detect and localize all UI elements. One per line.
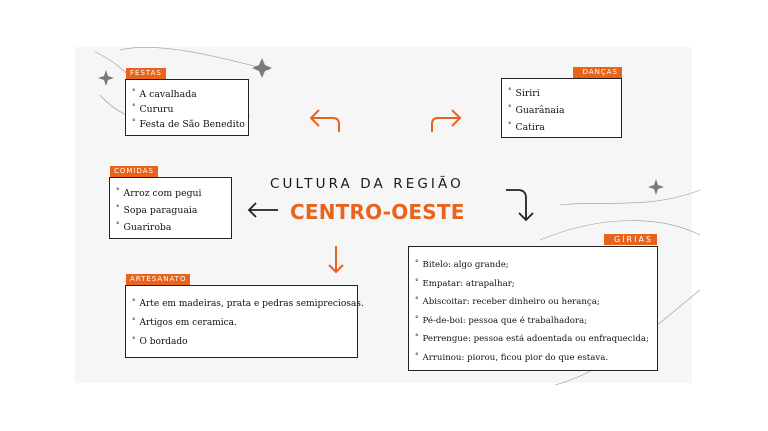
comidas-list: °Arroz com pegui °Sopa paraguaia °Guarir… — [116, 185, 225, 236]
deco-curve — [539, 220, 701, 241]
girias-box: °Bitelo: algo grande; °Empatar: atrapalh… — [408, 246, 658, 371]
festas-label: FESTAS — [126, 68, 166, 79]
dancas-box: °Siriri °Guarânaia °Catira — [501, 78, 622, 138]
list-item: °Abiscoitar: receber dinheiro ou herança… — [415, 296, 600, 307]
straight-arrow-icon — [328, 246, 344, 274]
list-item: °Arroz com pegui — [116, 187, 202, 199]
comidas-box: °Arroz com pegui °Sopa paraguaia °Guarir… — [109, 177, 232, 239]
artesanato-box: °Arte em madeiras, prata e pedras semipr… — [125, 285, 364, 358]
list-item: °Pé-de-boi: pessoa que é trabalhadora; — [415, 314, 588, 326]
list-item: °Siriri — [508, 87, 540, 99]
list-item: °Bitelo: algo grande; — [415, 259, 509, 270]
list-item: °A cavalhada — [132, 88, 197, 100]
list-item: °Arte em madeiras, prata e pedras semipr… — [132, 298, 364, 309]
list-item: °Cururu — [132, 103, 174, 115]
deco-curve — [119, 47, 271, 71]
sparkle-star-icon — [98, 70, 114, 86]
sparkle-star-icon — [252, 58, 272, 78]
curved-arrow-icon — [309, 109, 340, 132]
curved-arrow-icon — [431, 109, 462, 132]
list-item: °Guarânaia — [508, 104, 565, 116]
girias-list: °Bitelo: algo grande; °Empatar: atrapalh… — [415, 256, 651, 367]
list-item: °Guariroba — [116, 221, 172, 233]
list-item: °Perrengue: pessoa está adoentada ou enf… — [415, 333, 649, 344]
title-line-1: CULTURA DA REGIÃO — [270, 176, 464, 192]
girias-label: GÍRIAS — [604, 234, 657, 245]
list-item: °Arruinou: piorou, ficou pior do que est… — [415, 351, 609, 363]
list-item: °Catira — [508, 121, 545, 133]
festas-list: °A cavalhada °Cururu °Festa de São Bened… — [132, 87, 245, 132]
list-item: °Festa de São Benedito — [132, 118, 245, 130]
curved-arrow-icon — [506, 189, 534, 222]
comidas-label: COMIDAS — [110, 166, 159, 177]
sparkle-star-icon — [648, 179, 664, 195]
list-item: °Empatar: atrapalhar; — [415, 277, 515, 289]
title-line-2: CENTRO-OESTE — [290, 200, 465, 224]
artesanato-label: ARTESANATO — [126, 274, 191, 285]
dancas-list: °Siriri °Guarânaia °Catira — [508, 85, 615, 136]
dancas-label: DANÇAS — [573, 67, 622, 78]
list-item: °Artigos em ceramica. — [132, 317, 237, 328]
festas-box: °A cavalhada °Cururu °Festa de São Bened… — [125, 79, 249, 136]
artesanato-list: °Arte em madeiras, prata e pedras semipr… — [132, 295, 364, 352]
list-item: °O bordado — [132, 336, 188, 347]
deco-curve — [559, 189, 701, 206]
list-item: °Sopa paraguaia — [116, 204, 198, 216]
straight-arrow-icon — [247, 202, 278, 218]
